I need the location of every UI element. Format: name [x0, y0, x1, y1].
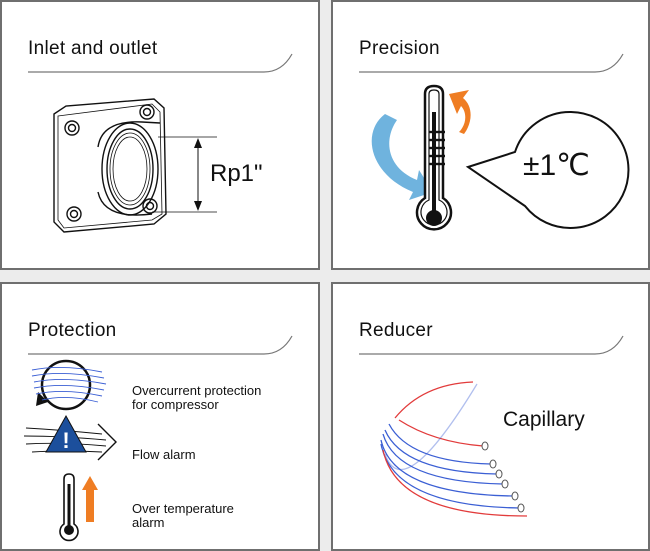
compressor-rotation-icon	[31, 359, 107, 411]
protection-item-label: Flow alarm	[132, 447, 196, 462]
panel-title: Inlet and outlet	[28, 38, 158, 59]
panel-title: Protection	[28, 320, 117, 341]
title-underline	[28, 335, 293, 355]
heat-arrow-icon	[449, 90, 471, 134]
title-underline	[28, 53, 293, 73]
capillary-label: Capillary	[503, 408, 585, 431]
flange-fitting-icon	[53, 98, 217, 233]
cool-arrow-icon	[371, 114, 433, 200]
precision-value: ±1℃	[523, 149, 590, 182]
capillary-tubes-icon	[380, 381, 528, 517]
precision-panel: Precision ±1℃	[331, 0, 650, 270]
thermometer-up-icon	[59, 473, 98, 542]
protection-panel: Protection ! Ove	[0, 282, 320, 551]
protection-item-label: Over temperature alarm	[132, 501, 234, 530]
title-underline	[359, 53, 624, 73]
protection-item-label: Overcurrent protection for compressor	[132, 383, 262, 412]
inlet-outlet-panel: Inlet and outlet Rp1"	[0, 0, 320, 270]
protection-icons: !	[23, 359, 117, 542]
svg-text:!: !	[62, 428, 69, 453]
speech-bubble	[465, 110, 630, 229]
thermometer-diagram	[371, 84, 630, 231]
title-underline	[359, 335, 624, 355]
reducer-panel: Reducer Capillary	[331, 282, 650, 551]
panel-title: Precision	[359, 38, 440, 59]
thermometer-icon	[415, 84, 453, 231]
flow-warning-icon: !	[23, 414, 117, 461]
size-label: Rp1"	[210, 160, 263, 187]
panel-title: Reducer	[359, 320, 433, 341]
